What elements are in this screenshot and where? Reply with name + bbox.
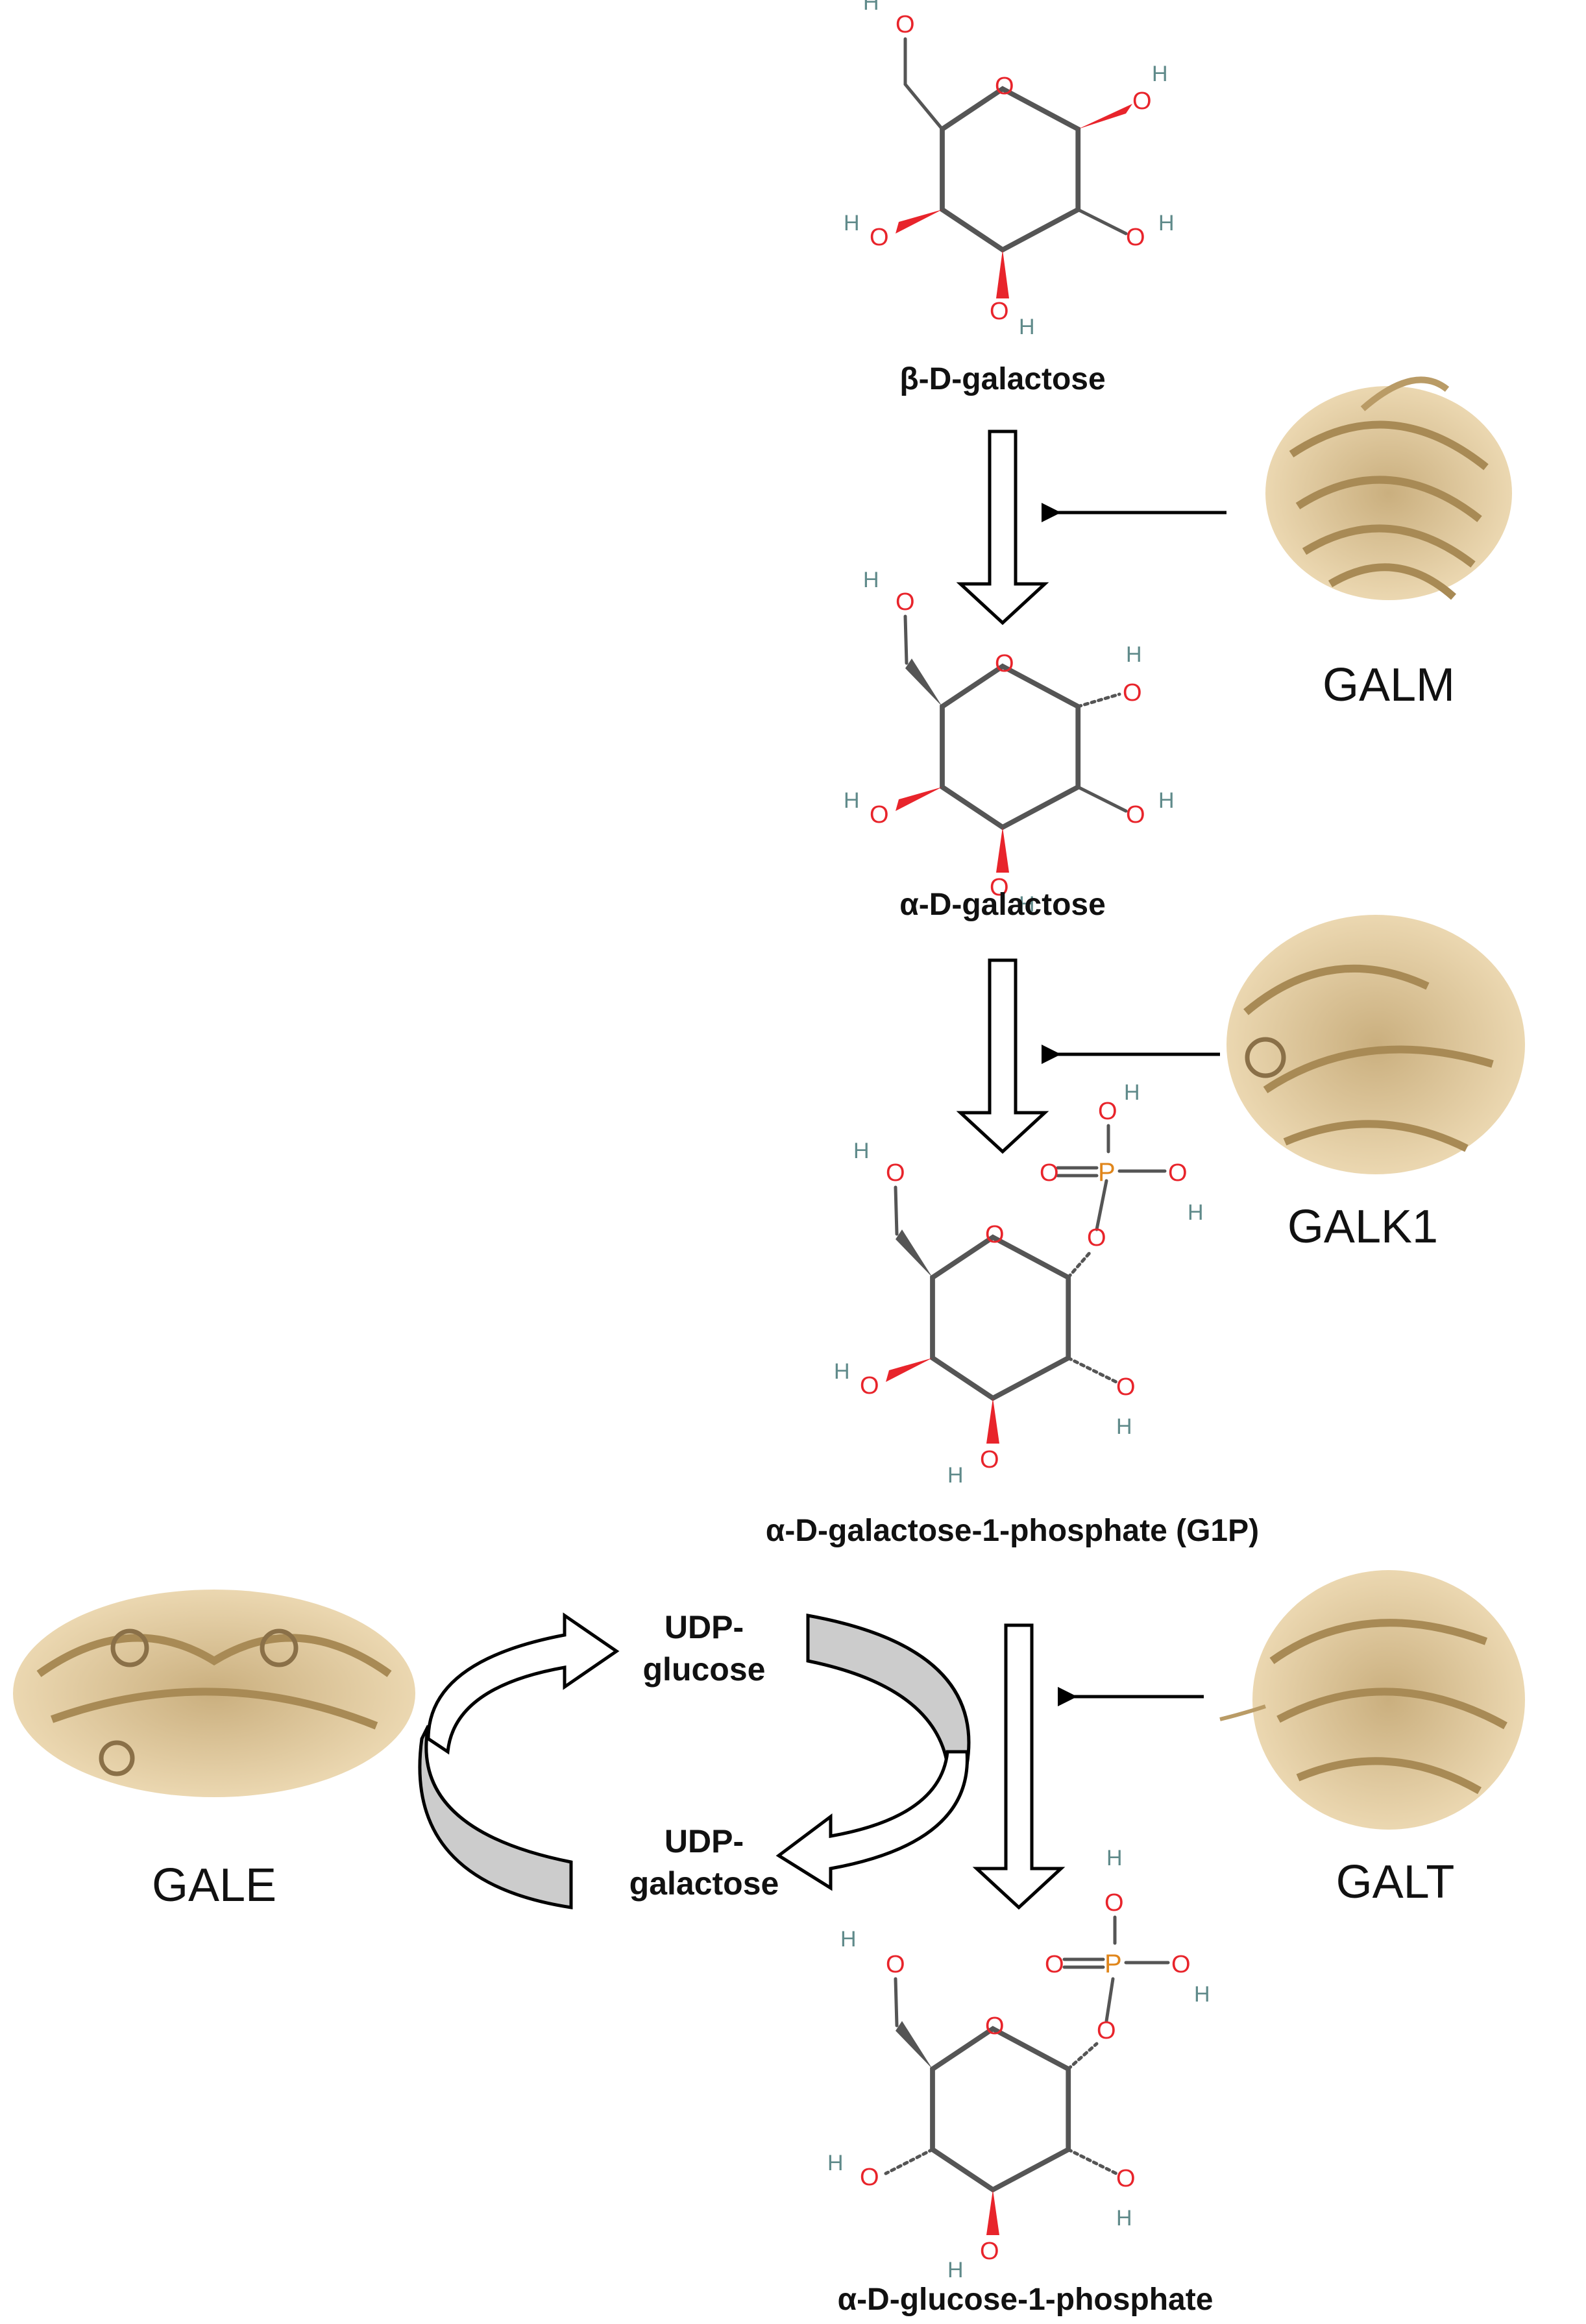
reaction-arrow-1 <box>956 430 1049 625</box>
atom-oxygen: O <box>1123 679 1142 707</box>
atom-oxygen: O <box>980 1446 999 1473</box>
enzyme-label-gale: GALE <box>152 1859 276 1911</box>
atom-hydrogen: H <box>947 2258 964 2282</box>
compound-label-g1p: α-D-galactose-1-phosphate (G1P) <box>766 1514 1259 1548</box>
g1p-structure: O O H O P O O H O H O H O H O H <box>834 1080 1204 1488</box>
atom-oxygen: O <box>1104 1889 1124 1917</box>
atom-oxygen: O <box>1132 88 1152 115</box>
atom-oxygen: O <box>1045 1951 1064 1978</box>
udp-galactose-label-line2: galactose <box>629 1865 779 1902</box>
atom-oxygen: O <box>1168 1159 1188 1187</box>
udp-cycle <box>418 1612 971 1909</box>
atom-oxygen: O <box>1040 1159 1059 1187</box>
atom-oxygen: O <box>1087 1224 1106 1252</box>
ring-oxygen: O <box>995 73 1014 100</box>
atom-hydrogen: H <box>947 1463 964 1488</box>
atom-oxygen: O <box>870 801 889 829</box>
atom-hydrogen: H <box>1158 788 1175 813</box>
atom-hydrogen: H <box>1106 1846 1123 1870</box>
atom-hydrogen: H <box>853 1139 870 1163</box>
atom-oxygen: O <box>1116 1374 1136 1401</box>
atom-oxygen: O <box>980 2238 999 2265</box>
atom-hydrogen: H <box>1116 1414 1132 1439</box>
atom-oxygen: O <box>1116 2165 1136 2192</box>
atom-oxygen: O <box>896 11 915 38</box>
atom-oxygen: O <box>870 224 889 251</box>
atom-hydrogen: H <box>863 568 879 592</box>
compound-label-alpha-galactose: α-D-galactose <box>899 888 1106 922</box>
enzyme-label-galt: GALT <box>1336 1856 1455 1908</box>
atom-oxygen: O <box>1171 1951 1191 1978</box>
atom-hydrogen: H <box>1019 315 1035 339</box>
atom-hydrogen: H <box>1116 2206 1132 2231</box>
reaction-arrow-3 <box>972 1623 1066 1910</box>
atom-oxygen: O <box>886 1159 905 1187</box>
galt-protein-structure <box>1219 1570 1525 1830</box>
atom-hydrogen: H <box>1152 62 1168 86</box>
atom-oxygen: O <box>1126 801 1145 829</box>
atom-hydrogen: H <box>844 211 860 236</box>
atom-oxygen: O <box>1126 224 1145 251</box>
enzyme-label-galm: GALM <box>1323 659 1455 711</box>
atom-phosphorus: P <box>1104 1950 1122 1978</box>
atom-hydrogen: H <box>1158 211 1175 236</box>
udp-glucose-label-line1: UDP- <box>665 1609 744 1645</box>
atom-oxygen: O <box>990 298 1009 325</box>
alpha-galactose-structure: O O H O H O H O H O H <box>844 568 1175 917</box>
udp-glucose-label-line2: glucose <box>643 1651 766 1688</box>
atom-hydrogen: H <box>834 1359 850 1384</box>
atom-hydrogen: H <box>1126 642 1142 667</box>
atom-phosphorus: P <box>1098 1158 1116 1187</box>
reaction-arrow-2 <box>956 958 1049 1154</box>
glucose-1-phosphate-structure: O O H O P O O H O H O H O H O H <box>827 1846 1210 2282</box>
cycle-arrow-bottom <box>775 1750 969 1891</box>
cycle-band-right <box>806 1614 971 1767</box>
ring-oxygen: O <box>985 2013 1005 2040</box>
atom-hydrogen: H <box>844 788 860 813</box>
enzyme-label-galk1: GALK1 <box>1287 1201 1438 1253</box>
atom-oxygen: O <box>1098 1098 1117 1125</box>
atom-hydrogen: H <box>827 2151 844 2175</box>
atom-hydrogen: H <box>1194 1982 1210 2007</box>
compound-label-glucose-1-phosphate: α-D-glucose-1-phosphate <box>838 2282 1214 2317</box>
atom-oxygen: O <box>1097 2017 1116 2044</box>
cycle-arrow-top <box>426 1612 620 1755</box>
atom-hydrogen: H <box>863 0 879 15</box>
atom-oxygen: O <box>886 1951 905 1978</box>
galm-protein-structure <box>1265 376 1512 600</box>
gale-protein-structure <box>13 1590 415 1797</box>
udp-galactose-label-line1: UDP- <box>665 1823 744 1859</box>
atom-oxygen: O <box>896 588 915 616</box>
atom-hydrogen: H <box>1019 892 1035 917</box>
atom-hydrogen: H <box>840 1927 857 1952</box>
atom-hydrogen: H <box>1124 1080 1140 1105</box>
atom-oxygen: O <box>990 874 1009 901</box>
ring-oxygen: O <box>995 650 1014 677</box>
cycle-band-left <box>418 1725 573 1909</box>
atom-oxygen: O <box>860 2164 879 2191</box>
atom-hydrogen: H <box>1188 1200 1204 1225</box>
compound-label-beta-galactose: β-D-galactose <box>899 362 1105 396</box>
beta-galactose-structure: O O H O H O H O H O H <box>844 0 1175 339</box>
ring-oxygen: O <box>985 1221 1005 1248</box>
galk1-protein-structure <box>1226 915 1525 1174</box>
atom-oxygen: O <box>860 1372 879 1399</box>
